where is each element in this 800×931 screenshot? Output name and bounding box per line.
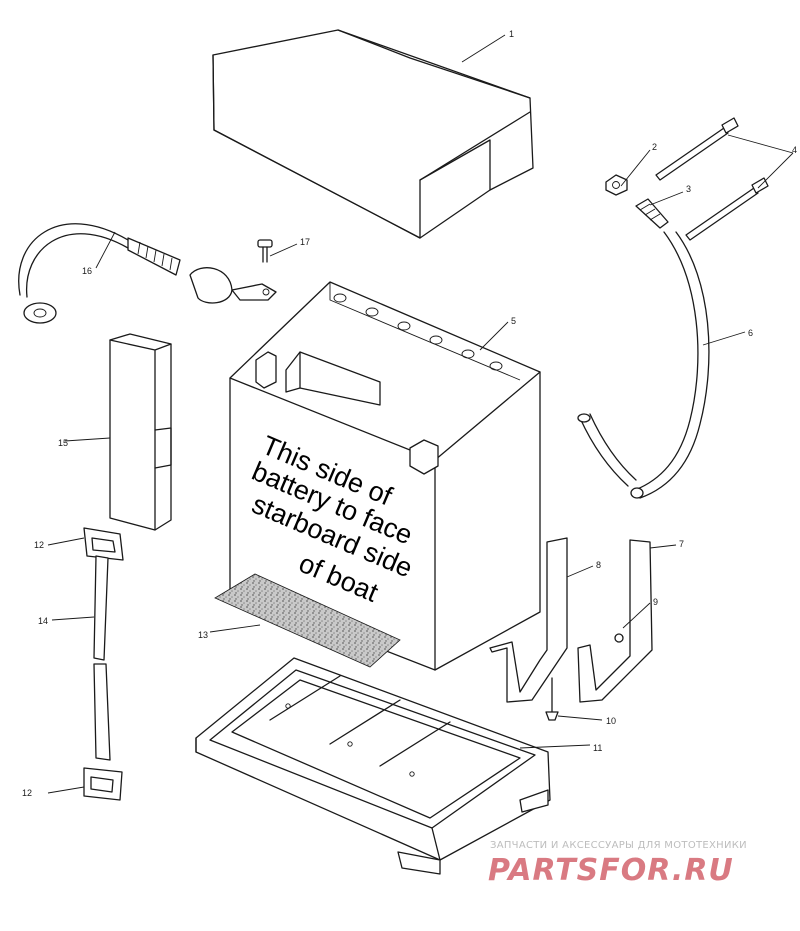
watermark: ЗАПЧАСТИ И АКСЕССУАРЫ ДЛЯ МОТОТЕХНИКИ PA…	[488, 840, 747, 888]
callout-16: 16	[82, 266, 92, 276]
positive-cable	[577, 231, 710, 499]
battery: This side of battery to face starboard s…	[229, 281, 541, 671]
battery-cover	[212, 29, 534, 239]
hold-down-strap	[83, 527, 124, 801]
callout-12-bottom: 12	[22, 788, 32, 798]
terminal-bolt	[257, 239, 273, 263]
callout-14: 14	[38, 616, 48, 626]
watermark-tagline: ЗАПЧАСТИ И АКСЕССУАРЫ ДЛЯ МОТОТЕХНИКИ	[490, 840, 747, 851]
callout-2: 2	[652, 142, 657, 152]
negative-cable	[18, 223, 277, 324]
callout-numbers: 1 2 3 4 5 6 7 8 9 10 11 12 12 13 14 15 1…	[22, 29, 797, 798]
cable-straps	[655, 117, 769, 241]
callout-5: 5	[511, 316, 516, 326]
battery-tray	[195, 657, 551, 875]
callout-13: 13	[198, 630, 208, 640]
callout-8: 8	[596, 560, 601, 570]
callout-10: 10	[606, 716, 616, 726]
callout-11: 11	[593, 743, 602, 753]
callout-9: 9	[653, 597, 658, 607]
callout-4: 4	[792, 145, 797, 155]
callout-15: 15	[58, 438, 68, 448]
callout-12-top: 12	[34, 540, 44, 550]
battery-bracket-left	[489, 537, 568, 703]
watermark-brand: PARTSFOR.RU	[488, 853, 734, 888]
tray-push-rivet	[545, 677, 559, 721]
terminal-nut	[605, 174, 628, 196]
leader-lines	[47, 34, 794, 794]
battery-bracket-right	[577, 539, 653, 703]
callout-17: 17	[300, 237, 310, 247]
bracket-screw	[614, 633, 624, 643]
foam-pad	[109, 333, 172, 531]
fuse-holder	[635, 198, 669, 229]
callout-7: 7	[679, 539, 684, 549]
callout-1: 1	[509, 29, 514, 39]
rubber-mat	[214, 573, 401, 668]
callout-3: 3	[686, 184, 691, 194]
callout-6: 6	[748, 328, 753, 338]
